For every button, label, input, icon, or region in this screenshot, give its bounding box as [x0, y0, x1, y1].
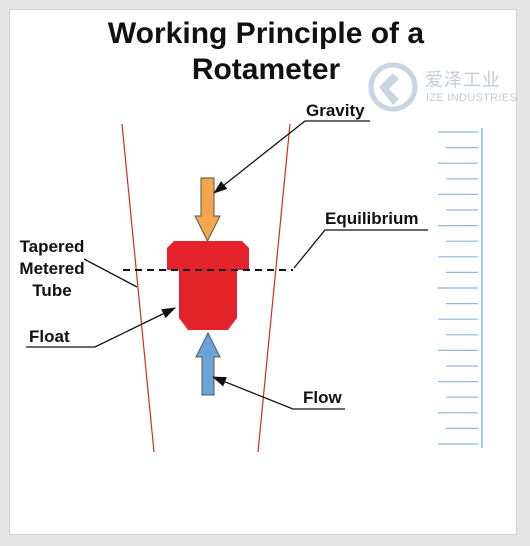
- flow-label: Flow: [303, 388, 342, 407]
- float-shape: [167, 241, 249, 330]
- title-line-2: Rotameter: [191, 53, 341, 86]
- diagram-frame: [9, 9, 517, 535]
- tapered-label-line-3: Tube: [32, 281, 72, 300]
- float-leader: [26, 307, 176, 348]
- gravity-arrow: [194, 177, 221, 243]
- gravity-label: Gravity: [306, 101, 365, 120]
- watermark-english-text: IZE INDUSTRIES: [426, 92, 517, 104]
- tapered-label-line-2: Metered: [19, 259, 85, 278]
- flow-arrow: [195, 331, 221, 396]
- float-label: Float: [29, 327, 70, 346]
- gravity-leader: [213, 120, 370, 194]
- diagram-title: Working Principle of a Rotameter: [40, 16, 492, 88]
- watermark-logo-icon: [368, 62, 418, 112]
- equilibrium-label: Equilibrium: [325, 209, 419, 228]
- tapered-tube-label: Tapered Metered Tube: [17, 236, 87, 302]
- tube-right-wall: [257, 123, 291, 453]
- flow-leader: [212, 376, 345, 410]
- tapered-tube-leader: [83, 258, 138, 288]
- tapered-label-line-1: Tapered: [19, 237, 85, 256]
- equilibrium-leader: [293, 229, 428, 269]
- tube-left-wall: [121, 123, 155, 453]
- title-line-1: Working Principle of a: [107, 17, 425, 50]
- measurement-scale: [438, 128, 483, 448]
- watermark-chinese-text: 爱泽工业: [425, 70, 501, 91]
